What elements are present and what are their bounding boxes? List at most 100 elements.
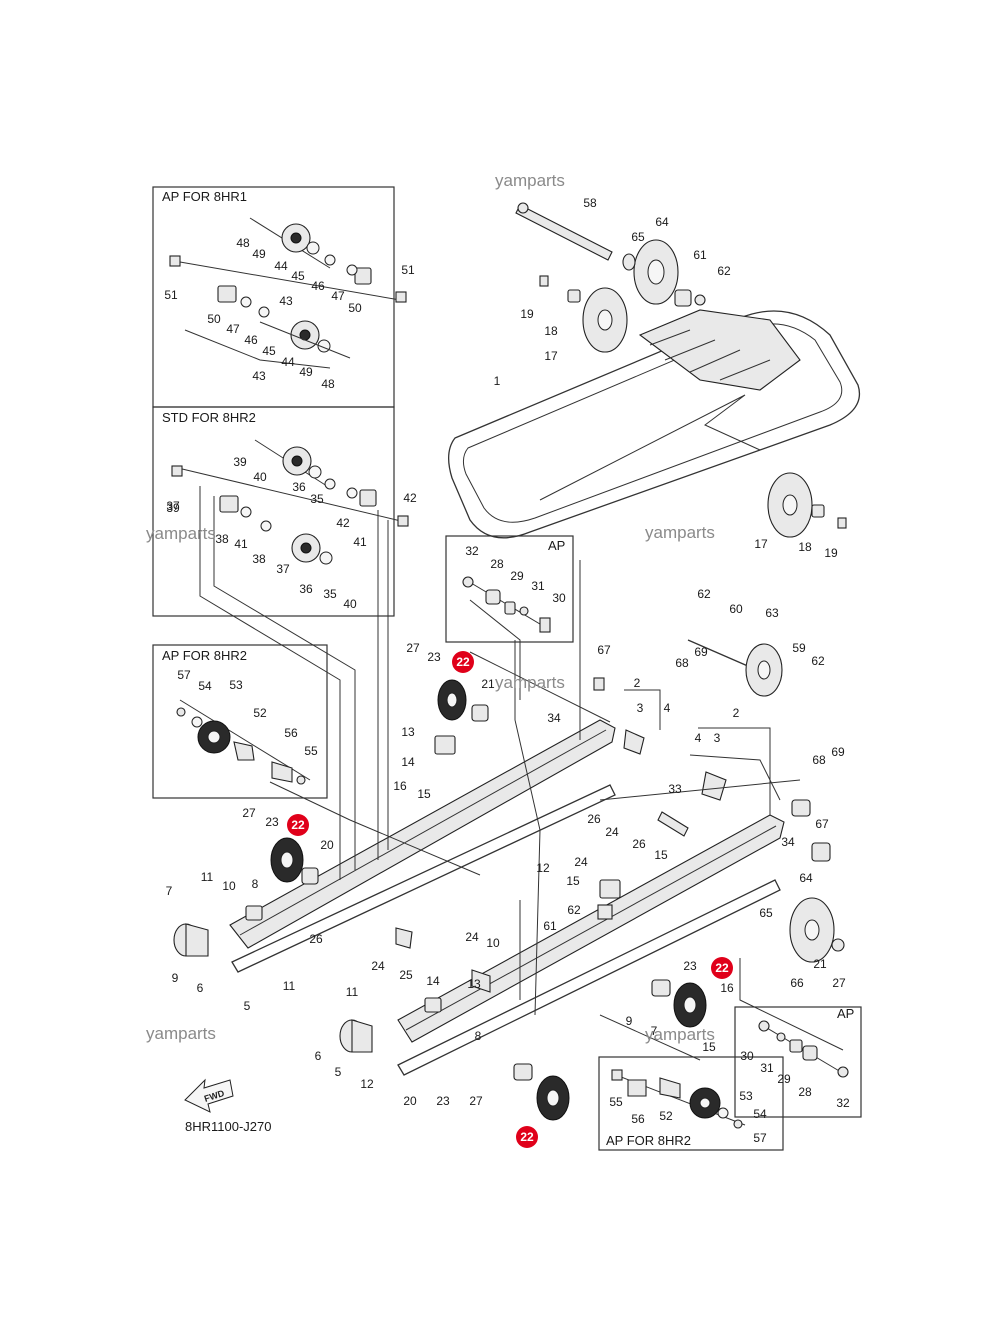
part-number-label: 50 — [348, 301, 362, 315]
part-number-label: 14 — [401, 755, 415, 769]
part-number-label: 60 — [729, 602, 743, 616]
part-number-label: 47 — [331, 289, 345, 303]
part-number-label: 63 — [765, 606, 779, 620]
part-number-label: 13 — [467, 977, 481, 991]
watermark: yamparts — [146, 1024, 216, 1043]
box-ap-8hr1: AP FOR 8HR1 — [152, 186, 407, 408]
part-number-label: 20 — [403, 1094, 417, 1108]
part-number-label: 21 — [481, 677, 495, 691]
part-number-label: 46 — [311, 279, 325, 293]
part-number-label: 17 — [544, 349, 558, 363]
part-number-label: 42 — [403, 491, 417, 505]
part-number-label: 40 — [253, 470, 267, 484]
part-number-label: 37 — [166, 499, 180, 513]
part-number-label: 27 — [242, 806, 256, 820]
part-number-label: 50 — [207, 312, 221, 326]
part-number-label: 41 — [234, 537, 248, 551]
box-title-ap-8hr2-bottom: AP FOR 8HR2 — [606, 1133, 691, 1148]
part-number-label: 18 — [544, 324, 558, 338]
part-number-label: 32 — [465, 544, 479, 558]
part-number-label: 6 — [315, 1049, 322, 1063]
part-number-label: 18 — [798, 540, 812, 554]
box-title-ap-right: AP — [837, 1006, 854, 1021]
part-number-label: 62 — [567, 903, 581, 917]
part-number-label: 26 — [632, 837, 646, 851]
part-number-label: 51 — [401, 263, 415, 277]
part-number-label: 64 — [655, 215, 669, 229]
part-number-label: 65 — [759, 906, 773, 920]
part-number-label: 6 — [197, 981, 204, 995]
highlighted-part-number: 22 — [291, 818, 305, 832]
part-number-label: 39 — [233, 455, 247, 469]
part-number-label: 23 — [265, 815, 279, 829]
part-number-label: 59 — [792, 641, 806, 655]
part-number-label: 10 — [486, 936, 500, 950]
part-number-label: 29 — [510, 569, 524, 583]
part-number-label: 24 — [605, 825, 619, 839]
part-number-label: 54 — [753, 1107, 767, 1121]
part-number-label: 8 — [252, 877, 259, 891]
watermark: yamparts — [645, 1025, 715, 1044]
part-number-label: 20 — [320, 838, 334, 852]
part-number-label: 11 — [346, 985, 359, 999]
highlight-marker — [516, 1126, 538, 1148]
part-number-label: 31 — [760, 1061, 774, 1075]
part-number-label: 3 — [637, 701, 644, 715]
part-number-label: 54 — [198, 679, 212, 693]
part-number-label: 24 — [465, 930, 479, 944]
part-number-label: 16 — [393, 779, 407, 793]
highlighted-part-number: 22 — [456, 655, 470, 669]
highlighted-part-number: 22 — [715, 961, 729, 975]
part-number-label: 26 — [587, 812, 601, 826]
highlight-marker — [452, 651, 474, 673]
part-number-label: 10 — [222, 879, 236, 893]
part-number-label: 39 — [166, 501, 180, 515]
part-number-label: 56 — [631, 1112, 645, 1126]
part-number-label: 23 — [427, 650, 441, 664]
part-number-label: 36 — [292, 480, 306, 494]
part-number-label: 55 — [609, 1095, 623, 1109]
part-number-label: 21 — [813, 957, 827, 971]
part-number-label: 2 — [733, 706, 740, 720]
part-number-label: 8 — [475, 1029, 482, 1043]
part-number-label: 67 — [815, 817, 829, 831]
part-number-label: 15 — [654, 848, 668, 862]
part-number-label: 19 — [520, 307, 534, 321]
part-number-label: 37 — [276, 562, 290, 576]
part-number-label: 56 — [284, 726, 298, 740]
part-number-label: 53 — [229, 678, 243, 692]
part-number-label: 35 — [310, 492, 324, 506]
part-number-label: 53 — [739, 1089, 753, 1103]
part-number-label: 7 — [651, 1024, 658, 1038]
part-number-label: 3 — [714, 731, 721, 745]
part-number-label: 38 — [215, 532, 229, 546]
part-number-label: 48 — [321, 377, 335, 391]
part-number-label: 15 — [417, 787, 431, 801]
part-number-label: 23 — [436, 1094, 450, 1108]
part-number-label: 34 — [547, 711, 561, 725]
part-number-label: 47 — [226, 322, 240, 336]
part-number-label: 12 — [360, 1077, 374, 1091]
part-number-label: 69 — [831, 745, 845, 759]
part-number-label: 17 — [754, 537, 768, 551]
box-std-8hr2: STD FOR 8HR2 — [152, 406, 409, 617]
part-number-label: 40 — [343, 597, 357, 611]
part-number-label: 48 — [236, 236, 250, 250]
part-number-label: 45 — [291, 269, 305, 283]
part-number-label: 62 — [697, 587, 711, 601]
part-number-label: 19 — [824, 546, 838, 560]
part-number-label: 28 — [490, 557, 504, 571]
part-number-label: 35 — [323, 587, 337, 601]
part-number-label: 52 — [253, 706, 267, 720]
part-number-label: 69 — [694, 645, 708, 659]
part-number-label: 15 — [702, 1040, 716, 1054]
part-number-label: 29 — [777, 1072, 791, 1086]
part-number-label: 23 — [683, 959, 697, 973]
box-title-ap-8hr2-left: AP FOR 8HR2 — [162, 648, 247, 663]
box-ap-8hr2-left: AP FOR 8HR2 — [152, 644, 328, 799]
part-number-label: 31 — [531, 579, 545, 593]
part-number-label: 68 — [675, 656, 689, 670]
part-number-label: 67 — [597, 643, 611, 657]
part-number-label: 12 — [536, 861, 550, 875]
